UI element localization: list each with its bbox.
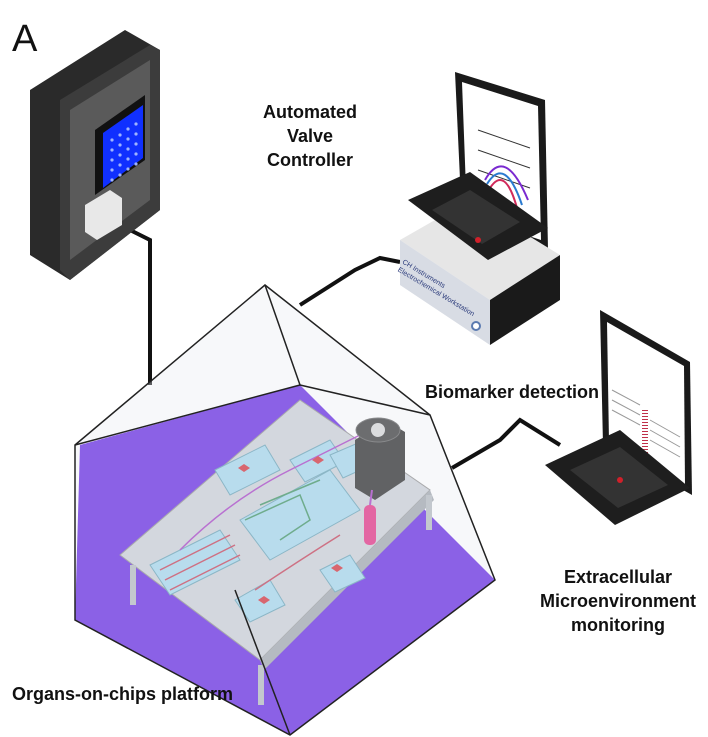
chip-markers <box>238 456 343 604</box>
glass-enclosure <box>74 284 496 736</box>
led-grid <box>110 122 138 182</box>
microenvironment-label: Extracellular Microenvironment monitorin… <box>538 565 698 637</box>
biomarker-label: Biomarker detection <box>425 382 600 402</box>
valve-controller-label: Automated Valve Controller <box>240 100 380 172</box>
cable-workstation <box>298 255 401 307</box>
monitoring-laptop <box>545 310 692 525</box>
valve-controller-label-line1: Automated Valve <box>263 102 357 146</box>
cables <box>129 228 562 470</box>
controller-button <box>85 190 122 240</box>
sensor-unit <box>355 417 405 545</box>
channels <box>159 429 371 591</box>
cable-controller <box>129 228 152 385</box>
microenvironment-label-line2: Microenvironment <box>539 591 697 611</box>
valve-controller-label-line2: Controller <box>266 150 353 170</box>
platform-label: Organs-on-chips platform <box>12 684 234 704</box>
microenvironment-label-line3: monitoring <box>571 615 665 635</box>
valve-controller <box>30 30 160 280</box>
microenvironment-label-line1: Extracellular <box>563 567 673 587</box>
workstation-laptop <box>400 72 560 345</box>
cable-laptop-right <box>450 417 562 470</box>
led-panel <box>103 105 143 188</box>
panel-label: A <box>12 18 38 60</box>
